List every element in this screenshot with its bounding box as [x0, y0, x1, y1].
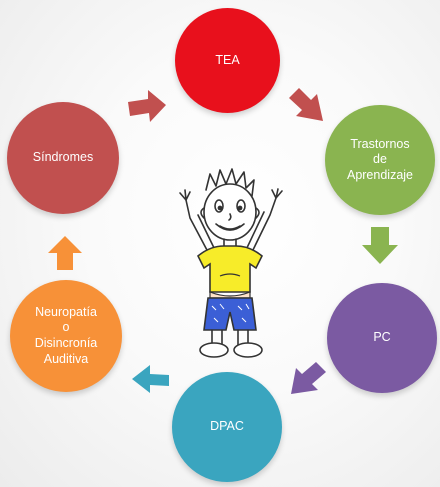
arrow-up-icon [48, 236, 82, 270]
node-tea-label: TEA [215, 52, 240, 67]
child-illustration-icon [179, 168, 283, 358]
node-tea: TEA [175, 8, 280, 113]
arrow-right-icon [128, 90, 166, 122]
node-dpac: DPAC [172, 372, 282, 482]
node-sindromes-label: Síndromes [32, 150, 94, 165]
arrow-down-right-icon [289, 88, 323, 121]
node-trastornos-label: Trastornos de Aprendizaje [346, 136, 413, 182]
shorts-shape [203, 297, 257, 331]
node-pc-label: PC [373, 330, 391, 345]
arrow-down-icon [362, 227, 398, 264]
node-neuropatia-label: Neuropatía o Disincronía Auditiva [34, 304, 98, 366]
node-sindromes: Síndromes [7, 102, 119, 214]
node-pc: PC [327, 283, 437, 393]
node-trastornos-aprendizaje: Trastornos de Aprendizaje [325, 105, 435, 215]
arrow-down-left-icon [291, 362, 326, 394]
node-dpac-label: DPAC [210, 419, 244, 434]
arrow-left-icon [132, 365, 169, 393]
node-neuropatia-disincronia: Neuropatía o Disincronía Auditiva [10, 280, 122, 392]
shirt-shape [197, 245, 263, 293]
